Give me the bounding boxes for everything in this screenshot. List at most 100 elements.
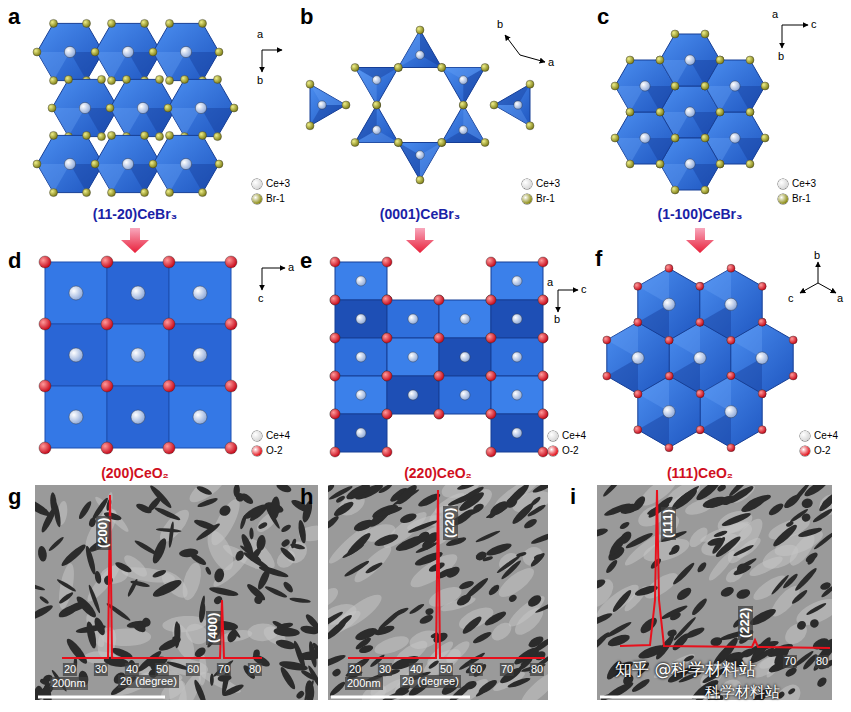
oxygen-atom [330, 295, 340, 305]
xrd-pattern [62, 495, 262, 658]
polyhedron [638, 268, 700, 340]
sem-pore [461, 614, 484, 636]
legend-entry: Ce+3 [778, 178, 816, 189]
oxygen-atom [330, 409, 340, 419]
polyhedron [398, 143, 441, 181]
scale-label: 200nm [50, 677, 88, 690]
bromine-atom [48, 104, 56, 112]
sem-pore [672, 616, 697, 642]
sem-pore [92, 616, 107, 636]
tick-label: 50 [155, 663, 169, 676]
sem-pore [488, 509, 499, 520]
sem-pore [234, 549, 246, 562]
oxygen-atom [382, 409, 392, 419]
bromine-atom [438, 139, 446, 147]
cerium-atom [193, 286, 207, 300]
sem-pore [638, 615, 660, 636]
polyhedron [491, 262, 543, 300]
oxygen-atom [382, 409, 392, 419]
sem-pore [735, 562, 748, 575]
sem-image [597, 485, 832, 700]
axis-arrow [782, 25, 808, 26]
polyhedron [387, 376, 439, 414]
polyhedron [107, 386, 169, 448]
sem-pore [56, 578, 77, 593]
sem-pore [463, 679, 478, 691]
bromine-atom [656, 160, 664, 168]
polyhedron-facet [201, 108, 234, 137]
polyhedron-facet [95, 164, 128, 193]
axis-label: a [547, 276, 553, 289]
polyhedron [45, 386, 107, 448]
bromine-atom [526, 122, 534, 130]
sem-pore [660, 604, 689, 621]
sem-pore [516, 551, 527, 558]
axis-arrow [818, 262, 819, 283]
sem-pore [205, 566, 213, 576]
sem-pore [597, 578, 607, 592]
polyhedron [107, 262, 169, 324]
bromine-atom [746, 160, 754, 168]
sem-pore [735, 587, 751, 600]
panel-letter: d [8, 248, 21, 273]
axis-label: c [581, 283, 587, 296]
polyhedron [107, 324, 169, 386]
bromine-atom [716, 108, 724, 116]
cerium-atom [694, 352, 706, 364]
sem-pore [812, 652, 830, 672]
legend-swatch [800, 446, 810, 456]
polyhedron [169, 386, 231, 448]
polyhedron-facet [310, 84, 346, 105]
oxygen-atom [538, 371, 548, 381]
oxygen-atom [538, 295, 548, 305]
transform-arrow [406, 228, 434, 253]
legend-text: Ce+3 [792, 178, 816, 189]
polyhedron-facet [110, 108, 143, 137]
sem-pore [254, 595, 263, 604]
oxygen-atom [434, 333, 444, 343]
sem-pore [668, 547, 680, 556]
plane-label: (220)CeO₂ [404, 465, 472, 481]
polyhedron-facet [638, 412, 669, 448]
oxygen-atom [634, 390, 642, 398]
oxygen-atom [225, 380, 237, 392]
bromine-atom [156, 75, 164, 83]
cerium-atom [79, 102, 90, 113]
oxygen-atom [538, 333, 548, 343]
polyhedron-facet [168, 108, 201, 137]
tick-label: 70 [500, 663, 514, 676]
bromine-atom [656, 56, 664, 64]
bromine-atom [671, 82, 679, 90]
sem-pore [739, 494, 767, 515]
bromine-atom [164, 104, 172, 112]
peak-label: (220) [443, 506, 458, 540]
polyhedron [335, 262, 387, 300]
cerium-atom [756, 352, 768, 364]
bromine-atom [123, 75, 131, 83]
sem-pore [213, 568, 225, 584]
oxygen-atom [163, 256, 175, 268]
axis-label: b [814, 249, 820, 262]
sem-pore [696, 561, 708, 574]
tick-label: 30 [94, 663, 108, 676]
oxygen-atom [538, 257, 548, 267]
oxygen-atom [434, 371, 444, 381]
sem-pore [527, 634, 545, 649]
sem-pore [430, 632, 439, 639]
oxygen-atom [486, 371, 496, 381]
panel-letter: c [597, 4, 609, 29]
oxygen-atom [665, 444, 673, 452]
sem-pore [179, 548, 199, 558]
oxygen-atom [382, 371, 392, 381]
sem-pore [290, 542, 306, 550]
oxygen-atom [434, 409, 444, 419]
polyhedron [705, 60, 765, 112]
oxygen-atom [727, 444, 735, 452]
sem-pore [157, 636, 182, 654]
oxygen-atom [434, 333, 444, 343]
bromine-atom [626, 108, 634, 116]
sem-pore [295, 690, 306, 700]
sem-pore [732, 543, 754, 557]
sem-ridge [247, 623, 278, 641]
bromine-atom [83, 19, 91, 27]
